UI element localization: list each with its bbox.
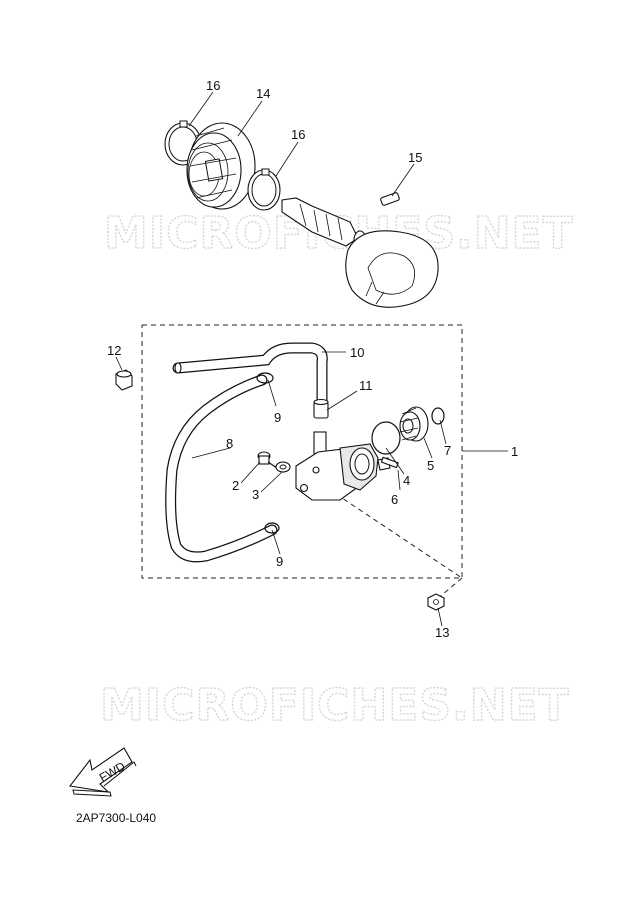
hose-clip-upper — [256, 372, 274, 384]
callout-5: 5 — [427, 458, 434, 473]
callout-16-right: 16 — [291, 127, 305, 142]
circlip-right — [247, 168, 281, 211]
watermark-bottom: MICROFICHES.NET — [100, 680, 570, 731]
hose-clip-lower — [264, 522, 280, 534]
oil-pump-body — [295, 431, 391, 501]
o-ring — [371, 421, 401, 455]
callout-15: 15 — [408, 150, 422, 165]
callout-16-left: 16 — [206, 78, 220, 93]
callout-7: 7 — [444, 443, 451, 458]
callout-2: 2 — [232, 478, 239, 493]
diagram-code: 2AP7300-L040 — [76, 811, 156, 825]
callout-6: 6 — [391, 492, 398, 507]
fwd-arrow-icon: FWD — [68, 747, 137, 797]
callout-10: 10 — [350, 345, 364, 360]
callout-9-lower: 9 — [276, 554, 283, 569]
circlip-small — [431, 407, 445, 425]
drive-shaft — [281, 197, 439, 308]
callout-14: 14 — [256, 86, 270, 101]
callout-9-upper: 9 — [274, 410, 281, 425]
hose-lower — [165, 374, 278, 563]
fitting-nut — [115, 369, 133, 391]
callout-3: 3 — [252, 487, 259, 502]
callout-12: 12 — [107, 343, 121, 358]
screw — [257, 451, 281, 471]
callout-8: 8 — [226, 436, 233, 451]
hose-fitting — [313, 398, 329, 419]
pin — [380, 456, 399, 469]
hose-upper — [172, 342, 328, 411]
pulley-gear — [186, 122, 256, 210]
washer — [275, 461, 291, 473]
dowel-pin — [380, 192, 400, 206]
callout-4: 4 — [403, 473, 410, 488]
kit-boundary-tail — [335, 493, 463, 579]
leader-lines — [115, 91, 508, 627]
bolt — [427, 593, 445, 611]
pump-drive-gear — [399, 406, 429, 442]
callout-11: 11 — [359, 378, 373, 393]
callout-1: 1 — [511, 444, 518, 459]
callout-13: 13 — [435, 625, 449, 640]
